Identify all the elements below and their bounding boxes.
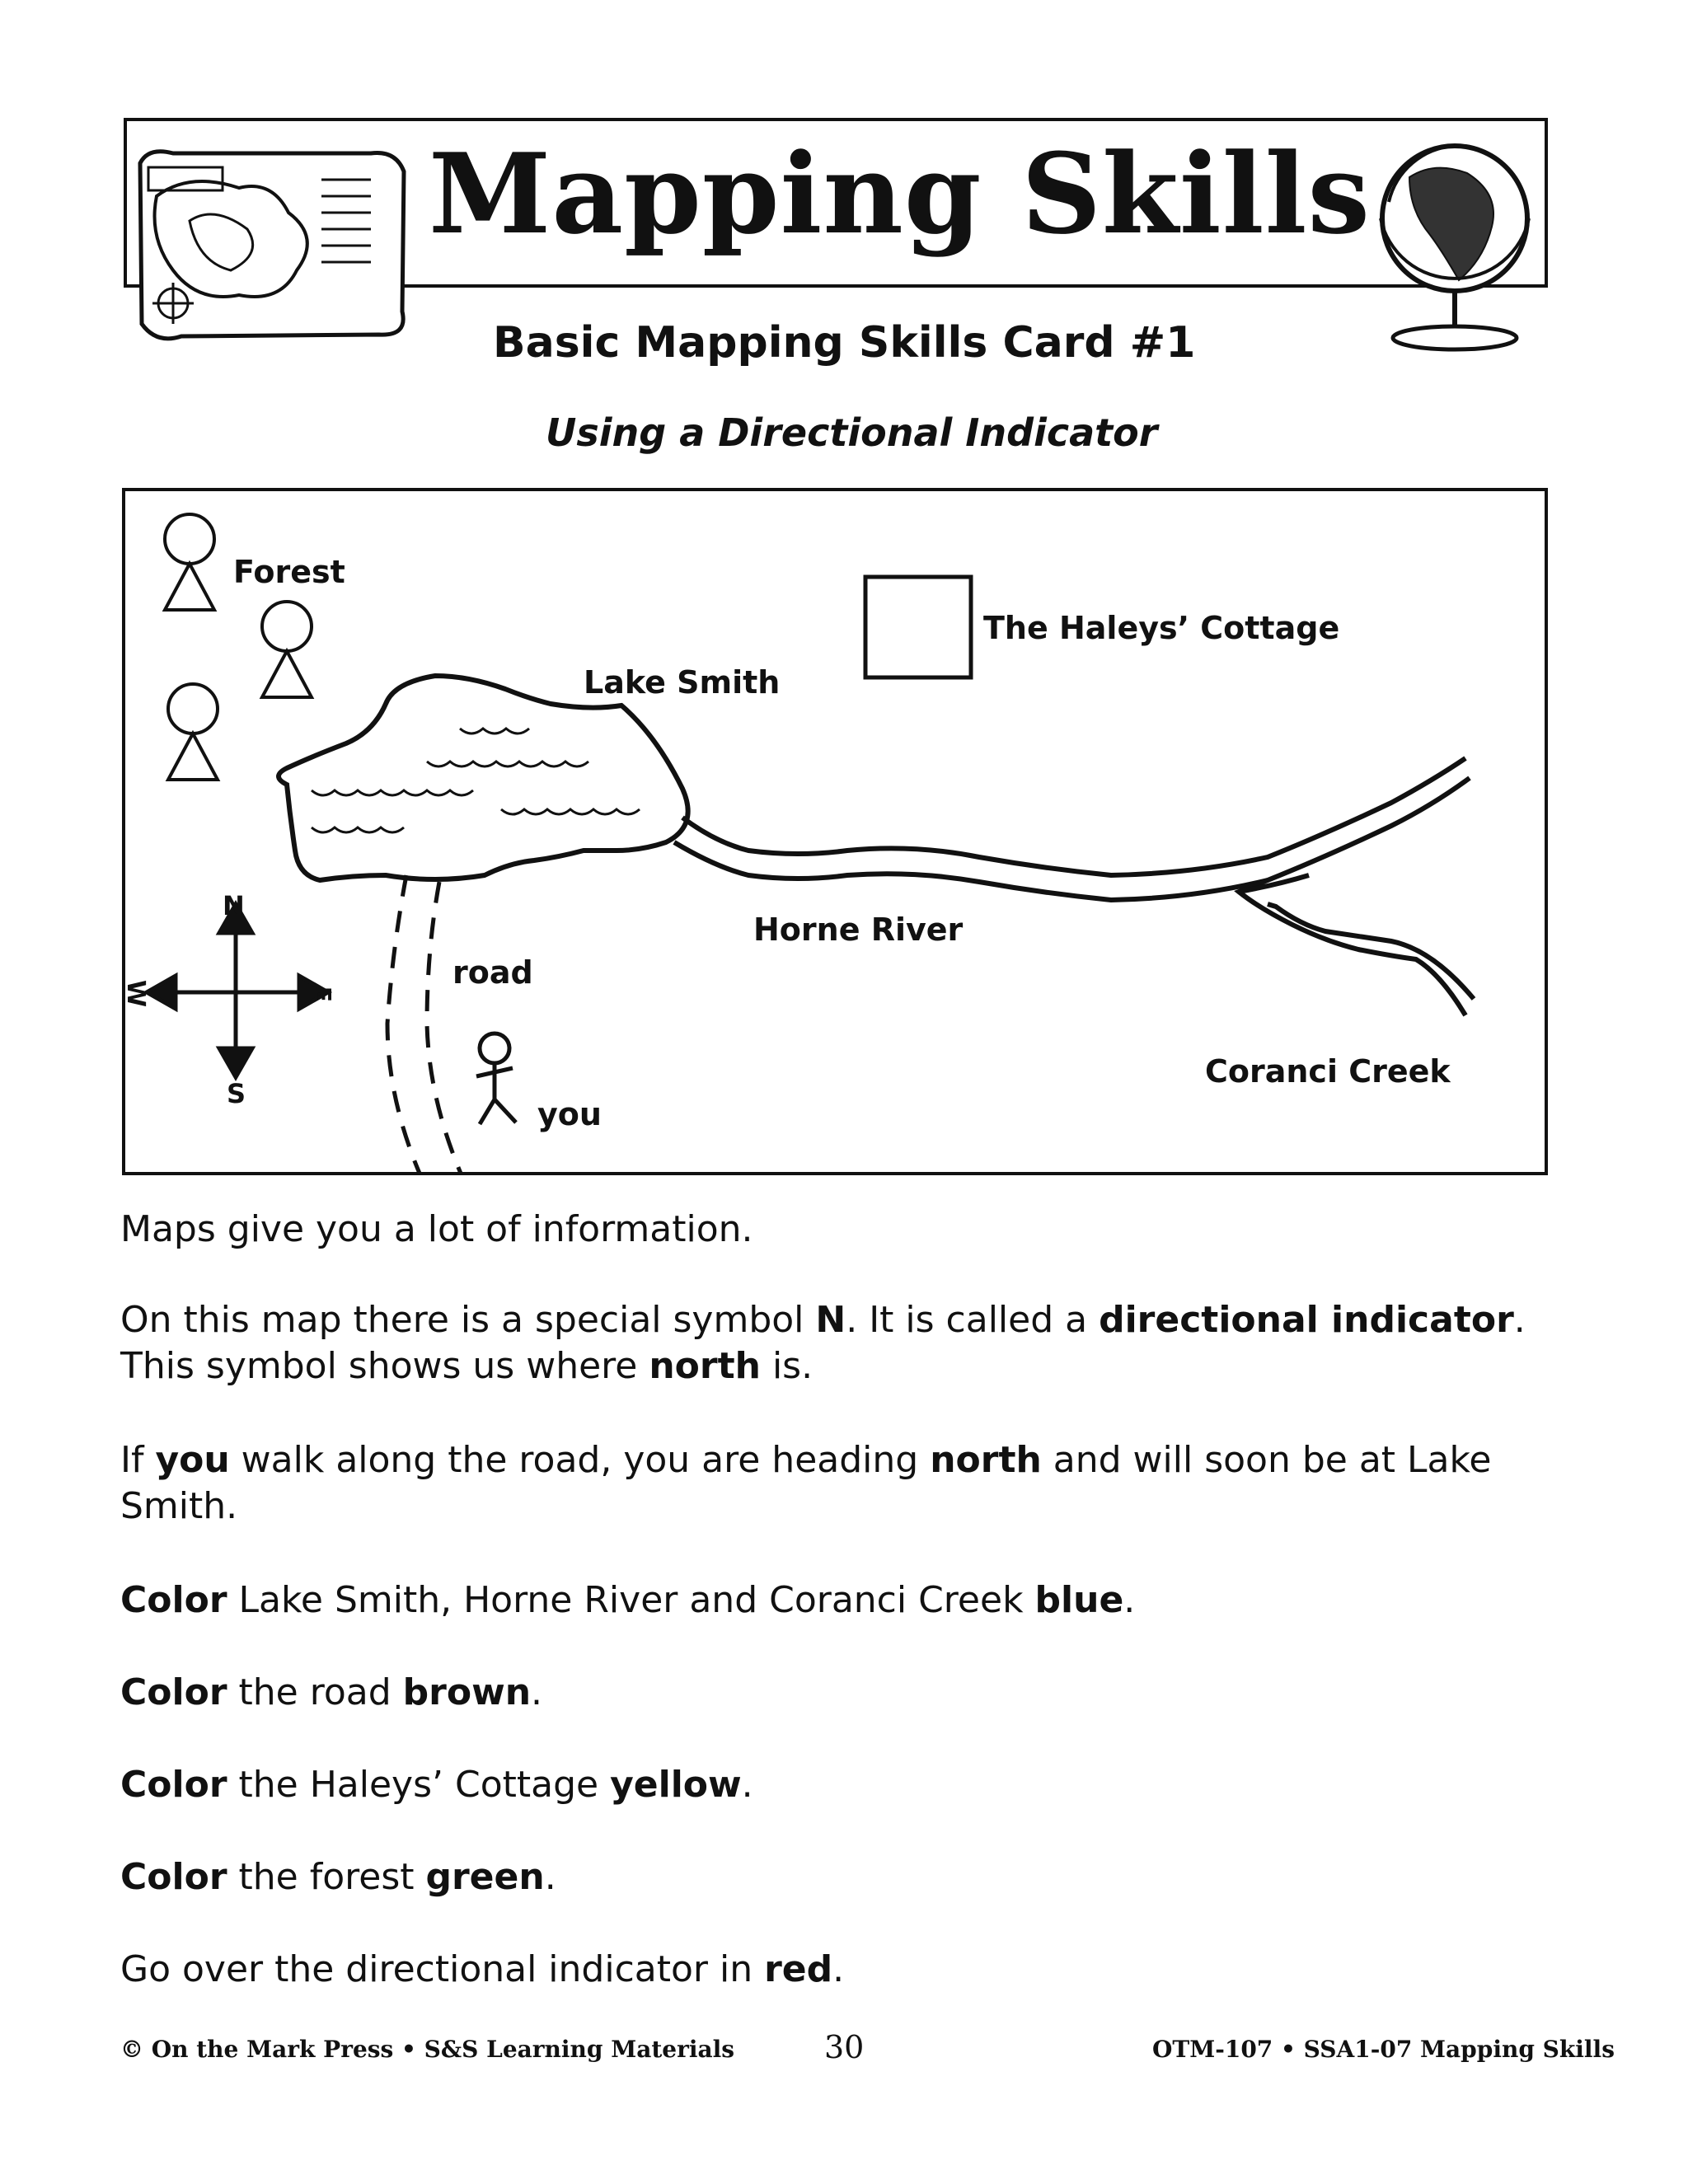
forest-label: Forest — [233, 554, 345, 590]
cottage-label: The Haleys’ Cottage — [983, 610, 1340, 646]
road-dashes — [385, 874, 464, 1175]
map-drawing — [142, 513, 1476, 1175]
you-person-icon — [476, 1031, 518, 1126]
road-label: road — [452, 954, 533, 991]
compass-west-label: W — [121, 979, 151, 1008]
compass-rose — [142, 899, 333, 1082]
river-label: Horne River — [753, 912, 964, 948]
forest-trees — [162, 513, 315, 781]
lake-waves — [311, 727, 640, 834]
footer-product-code: OTM-107 • SSA1-07 Mapping Skills — [1152, 2036, 1615, 2063]
cottage-square — [863, 574, 973, 680]
creek-label: Coranci Creek — [1205, 1053, 1451, 1090]
paragraph-7: Color the forest green. — [120, 1856, 556, 1898]
page-number: 30 — [824, 2029, 865, 2065]
lake-label: Lake Smith — [584, 664, 781, 701]
you-label: you — [537, 1096, 602, 1132]
compass-north-label: N — [223, 890, 245, 921]
compass-east-label: E — [309, 986, 337, 1003]
paragraph-8: Go over the directional indicator in red… — [120, 1948, 845, 1990]
coranci-creek — [1234, 873, 1476, 1017]
compass-south-label: S — [227, 1078, 246, 1109]
card-subtitle: Basic Mapping Skills Card #1 — [493, 318, 1196, 368]
paragraph-4: Color Lake Smith, Horne River and Coranc… — [120, 1579, 1136, 1621]
page-title: Mapping Skills — [429, 129, 1371, 259]
map-frame — [122, 488, 1548, 1175]
paragraph-5: Color the road brown. — [120, 1671, 543, 1713]
treasure-map-illustration — [138, 149, 406, 341]
paragraph-1: Maps give you a lot of information. — [120, 1208, 753, 1250]
footer-publisher: © On the Mark Press • S&S Learning Mater… — [120, 2036, 735, 2063]
globe-icon — [1379, 143, 1531, 352]
paragraph-2: On this map there is a special symbol N.… — [120, 1299, 1526, 1387]
horne-river — [673, 756, 1471, 903]
section-heading: Using a Directional Indicator — [546, 410, 1158, 455]
lake-outline — [276, 673, 691, 883]
paragraph-3: If you walk along the road, you are head… — [120, 1439, 1492, 1527]
paragraph-6: Color the Haleys’ Cottage yellow. — [120, 1764, 753, 1806]
